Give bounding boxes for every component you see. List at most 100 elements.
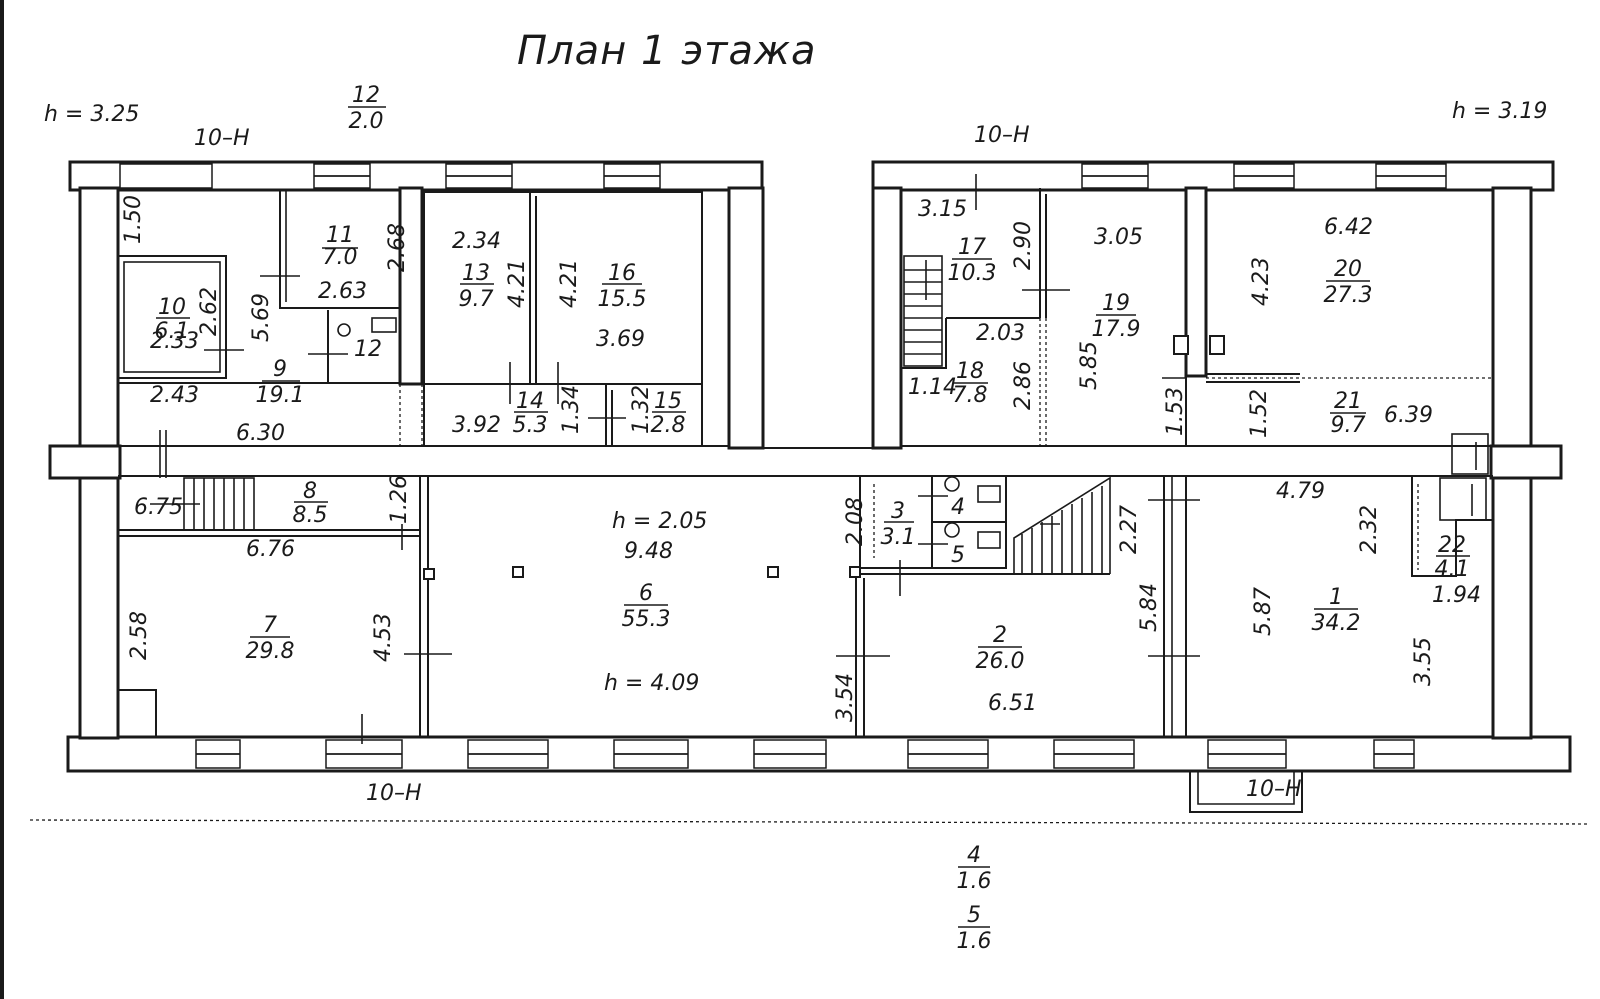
svg-text:1.6: 1.6 bbox=[957, 929, 992, 954]
svg-text:6: 6 bbox=[639, 581, 653, 606]
svg-text:9.7: 9.7 bbox=[459, 287, 494, 312]
svg-text:2.8: 2.8 bbox=[651, 413, 686, 438]
room-label-18: 18 7.8 bbox=[953, 359, 988, 408]
svg-text:34.2: 34.2 bbox=[1312, 611, 1361, 636]
height-hall-top: h = 2.05 bbox=[612, 509, 707, 534]
dim-1-32: 1.32 bbox=[629, 385, 654, 434]
svg-text:15: 15 bbox=[654, 389, 682, 414]
room-label-19: 19 17.9 bbox=[1092, 291, 1141, 342]
svg-text:9.7: 9.7 bbox=[1331, 413, 1366, 438]
dim-4-23: 4.23 bbox=[1249, 257, 1274, 306]
room-label-22: 22 4.1 bbox=[1435, 533, 1470, 582]
dim-1-34: 1.34 bbox=[559, 385, 584, 434]
svg-text:17: 17 bbox=[958, 235, 986, 260]
svg-text:8: 8 bbox=[303, 479, 317, 504]
dim-2-90: 2.90 bbox=[1011, 221, 1036, 270]
room-label-13: 13 9.7 bbox=[459, 261, 494, 312]
dim-6-76: 6.76 bbox=[246, 537, 295, 562]
room-labels: 12 2.0 11 7.0 10 6.1 12 9 19.1 13 9.7 1 bbox=[155, 83, 1470, 674]
height-right: h = 3.19 bbox=[1452, 99, 1547, 124]
room-label-6: 6 55.3 bbox=[622, 581, 671, 632]
partitions-lower-right bbox=[859, 475, 1493, 737]
dim-1-26: 1.26 bbox=[387, 475, 412, 524]
svg-text:12: 12 bbox=[352, 83, 380, 108]
room-label-5: 5 bbox=[951, 543, 965, 568]
dim-4-79: 4.79 bbox=[1276, 479, 1325, 504]
svg-text:27.3: 27.3 bbox=[1324, 283, 1373, 308]
svg-text:7.8: 7.8 bbox=[953, 383, 988, 408]
dim-1-94: 1.94 bbox=[1432, 583, 1481, 608]
hall-columns bbox=[512, 566, 890, 737]
dim-2-33: 2.33 bbox=[150, 329, 199, 354]
svg-text:7: 7 bbox=[263, 613, 277, 638]
room-label-12-area: 12 2.0 bbox=[348, 83, 386, 134]
dim-6-30: 6.30 bbox=[236, 421, 285, 446]
svg-text:3: 3 bbox=[891, 499, 905, 524]
dim-3-92: 3.92 bbox=[452, 413, 501, 438]
dim-1-53: 1.53 bbox=[1163, 387, 1188, 436]
svg-text:6.1: 6.1 bbox=[155, 319, 190, 344]
room-label-3: 3 3.1 bbox=[881, 499, 916, 550]
dim-2-27: 2.27 bbox=[1117, 505, 1142, 554]
dim-3-69: 3.69 bbox=[596, 327, 645, 352]
extra-room-4: 4 1.6 bbox=[957, 843, 992, 894]
room-label-9: 9 19.1 bbox=[256, 357, 305, 408]
svg-text:8.5: 8.5 bbox=[293, 503, 328, 528]
height-hall-bottom: h = 4.09 bbox=[604, 671, 699, 696]
dim-2-62: 2.62 bbox=[197, 287, 222, 336]
dim-9-48: 9.48 bbox=[624, 539, 673, 564]
svg-text:22: 22 bbox=[1438, 533, 1466, 558]
room-label-7: 7 29.8 bbox=[246, 613, 295, 664]
scan-edge bbox=[0, 0, 4, 999]
plan-title: План 1 этажа bbox=[517, 28, 817, 74]
svg-text:19: 19 bbox=[1102, 291, 1130, 316]
svg-text:17.9: 17.9 bbox=[1092, 317, 1141, 342]
svg-text:12: 12 bbox=[354, 337, 382, 362]
partitions-lower-left bbox=[117, 430, 452, 744]
room-label-17: 17 10.3 bbox=[948, 235, 997, 286]
extra-room-5: 5 1.6 bbox=[957, 903, 992, 954]
dimensions: 2.33 2.43 6.30 2.63 2.34 3.69 3.92 3.15 … bbox=[121, 195, 1481, 722]
dash-line bbox=[29, 819, 1591, 825]
svg-text:4: 4 bbox=[967, 843, 981, 868]
dim-5-84: 5.84 bbox=[1137, 583, 1162, 632]
svg-text:11: 11 bbox=[326, 223, 354, 248]
svg-text:7.0: 7.0 bbox=[323, 245, 358, 270]
dim-1-50: 1.50 bbox=[121, 195, 146, 244]
dim-5-85: 5.85 bbox=[1077, 341, 1102, 390]
svg-text:13: 13 bbox=[462, 261, 490, 286]
svg-text:15.5: 15.5 bbox=[598, 287, 647, 312]
svg-text:10: 10 bbox=[158, 295, 186, 320]
room-label-4: 4 bbox=[951, 495, 965, 520]
svg-text:1.6: 1.6 bbox=[957, 869, 992, 894]
svg-text:4.1: 4.1 bbox=[1435, 557, 1470, 582]
dim-4-21b: 4.21 bbox=[557, 259, 582, 308]
svg-text:4: 4 bbox=[951, 495, 965, 520]
dim-6-51: 6.51 bbox=[988, 691, 1037, 716]
dim-4-53: 4.53 bbox=[371, 613, 396, 662]
outer-walls bbox=[48, 160, 1572, 773]
svg-text:9: 9 bbox=[273, 357, 287, 382]
dim-6-75: 6.75 bbox=[134, 495, 183, 520]
svg-text:10.3: 10.3 bbox=[948, 261, 997, 286]
svg-text:18: 18 bbox=[956, 359, 984, 384]
dim-2-34: 2.34 bbox=[452, 229, 501, 254]
svg-text:19.1: 19.1 bbox=[256, 383, 305, 408]
svg-text:2: 2 bbox=[993, 623, 1007, 648]
windows-top bbox=[119, 163, 1447, 189]
svg-text:26.0: 26.0 bbox=[976, 649, 1025, 674]
dim-3-55: 3.55 bbox=[1411, 637, 1436, 686]
dim-2-63: 2.63 bbox=[318, 279, 367, 304]
mark-top-left: 10–Н bbox=[194, 126, 250, 151]
partitions-left-wing bbox=[117, 186, 703, 447]
svg-text:2.0: 2.0 bbox=[349, 109, 384, 134]
dim-6-42: 6.42 bbox=[1324, 215, 1373, 240]
room-label-12: 12 bbox=[354, 337, 382, 362]
dim-3-05: 3.05 bbox=[1094, 225, 1143, 250]
dim-5-69: 5.69 bbox=[249, 293, 274, 342]
svg-text:16: 16 bbox=[608, 261, 636, 286]
dim-2-68: 2.68 bbox=[385, 223, 410, 272]
partitions-right-wing bbox=[900, 174, 1493, 475]
windows-bottom bbox=[195, 739, 1415, 813]
room-label-11: 11 7.0 bbox=[322, 223, 358, 270]
